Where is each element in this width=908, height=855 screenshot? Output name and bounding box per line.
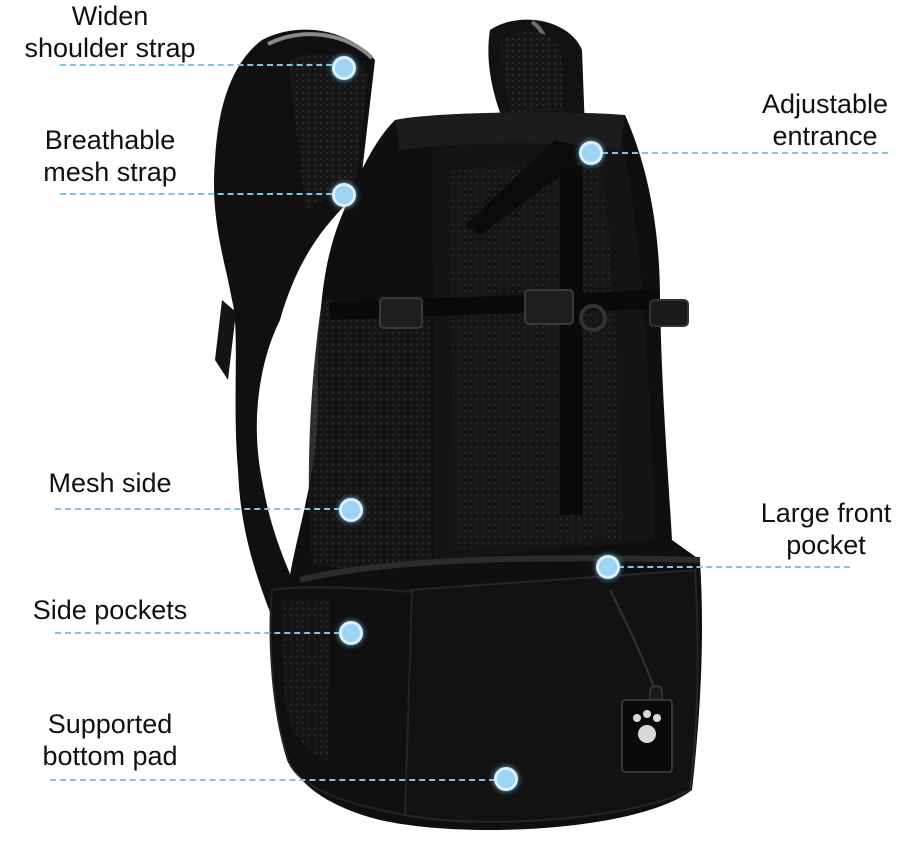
callout-front-pocket-line2: pocket xyxy=(786,530,866,560)
left-strap-reflective-edge xyxy=(267,32,374,60)
leader-line-entrance xyxy=(592,152,888,154)
callout-front-pocket-line1: Large front xyxy=(760,498,892,528)
mesh-side-panel xyxy=(308,300,432,569)
callout-bottom-pad-line2: bottom pad xyxy=(42,741,178,771)
front-buckle xyxy=(524,289,574,325)
marker-mesh-strap xyxy=(332,183,356,207)
pocket-drawstring-edge xyxy=(299,555,701,583)
callout-entrance-line1: Adjustable xyxy=(761,89,889,119)
front-strap-vertical xyxy=(560,165,582,515)
leader-line-side-pockets xyxy=(55,632,350,634)
callout-mesh-side: Mesh side xyxy=(20,467,200,499)
callout-shoulder-strap: Widen shoulder strap xyxy=(10,0,210,64)
side-pocket-mesh xyxy=(280,600,330,760)
callout-bottom-pad-line1: Supported xyxy=(47,709,173,739)
callout-side-pockets: Side pockets xyxy=(10,594,210,626)
strap-tail xyxy=(215,300,236,380)
marker-mesh-side xyxy=(339,498,363,522)
left-strap-mesh-panel xyxy=(290,54,368,210)
leader-line-mesh-strap xyxy=(60,193,342,195)
entrance-strap xyxy=(465,140,595,235)
right-strap-mesh xyxy=(500,32,565,112)
right-buckle xyxy=(649,299,689,327)
callout-mesh-side-line1: Mesh side xyxy=(48,468,172,498)
callout-side-pockets-line1: Side pockets xyxy=(32,595,188,625)
callout-front-pocket: Large front pocket xyxy=(744,497,908,561)
leader-line-front-pocket xyxy=(608,566,850,568)
leader-line-bottom-pad xyxy=(50,779,505,781)
callout-bottom-pad: Supported bottom pad xyxy=(10,708,210,772)
callout-mesh-strap: Breathable mesh strap xyxy=(20,124,200,188)
callout-shoulder-strap-line1: Widen xyxy=(71,1,149,31)
side-buckle xyxy=(379,297,423,329)
callout-mesh-strap-line2: mesh strap xyxy=(43,157,177,187)
callout-mesh-strap-line1: Breathable xyxy=(44,125,176,155)
callout-entrance-line2: entrance xyxy=(772,121,878,151)
drawstring-cord xyxy=(609,589,656,691)
marker-shoulder-strap xyxy=(332,56,356,80)
paw-logo-pad xyxy=(638,725,656,743)
leader-line-shoulder-strap xyxy=(60,64,342,66)
top-opening xyxy=(395,112,625,150)
leader-line-mesh-side xyxy=(55,508,350,510)
marker-front-pocket xyxy=(596,555,620,579)
marker-bottom-pad xyxy=(494,767,518,791)
callout-shoulder-strap-line2: shoulder strap xyxy=(24,33,196,63)
d-ring xyxy=(579,304,607,332)
marker-side-pockets xyxy=(339,621,363,645)
marker-entrance xyxy=(579,141,603,165)
callout-entrance: Adjustable entrance xyxy=(740,88,908,152)
